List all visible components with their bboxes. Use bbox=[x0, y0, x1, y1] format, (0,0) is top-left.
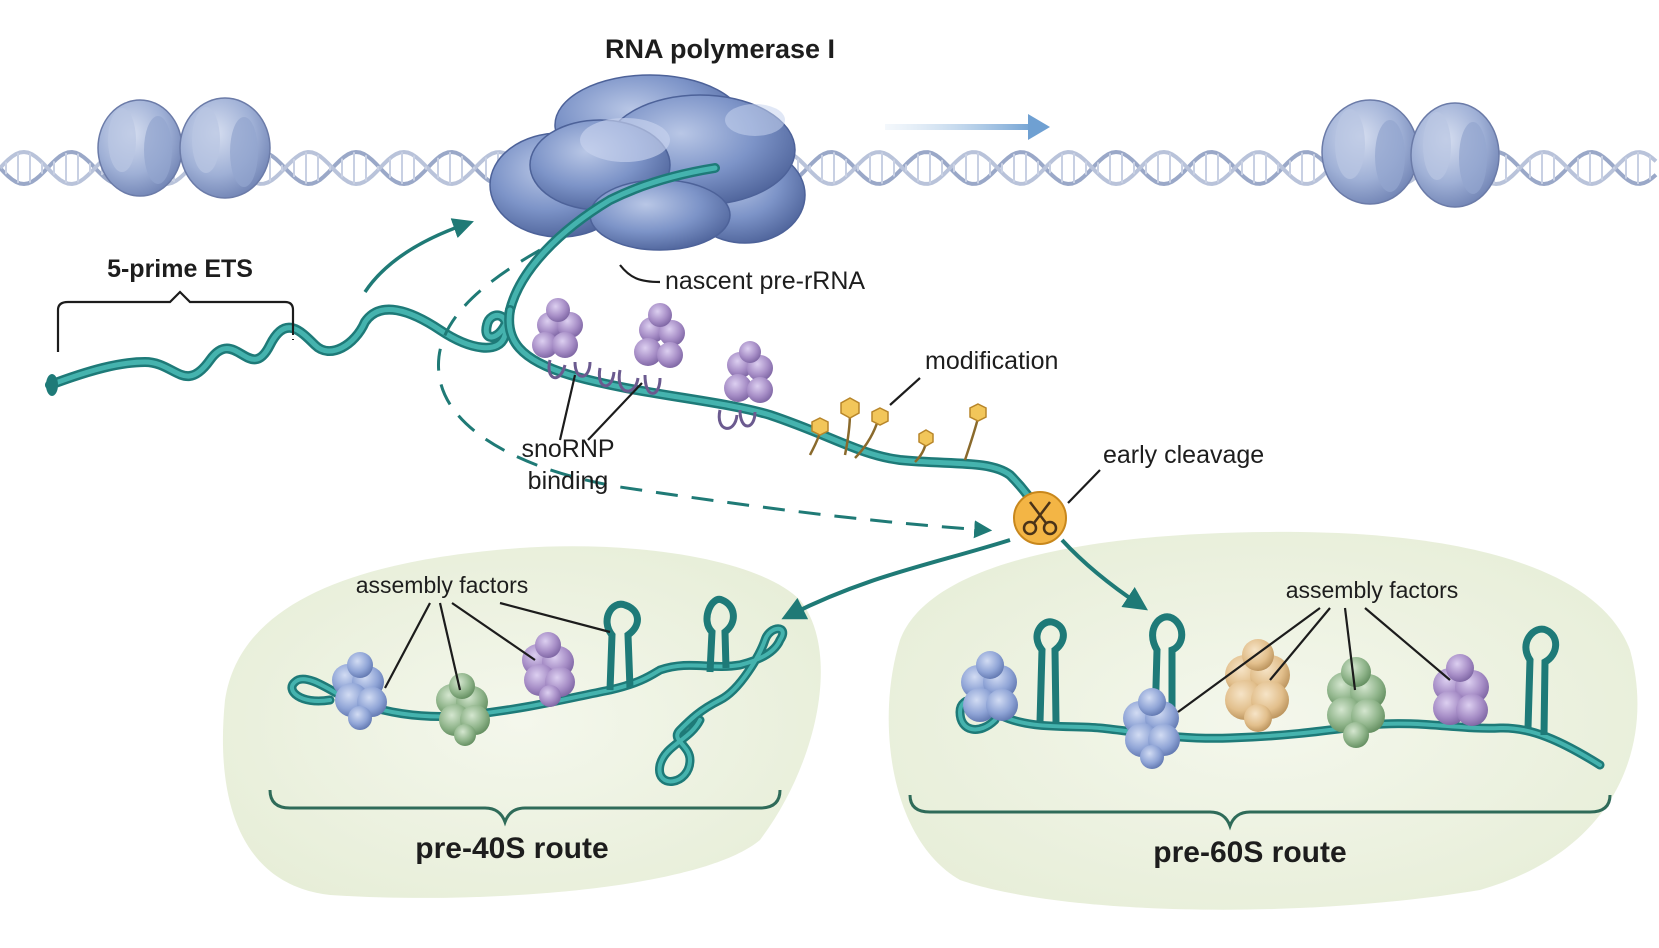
nascent-pre-rrna-strand bbox=[45, 163, 1045, 520]
rna-polymerase-i bbox=[489, 74, 806, 251]
modification-hexagons bbox=[811, 397, 987, 447]
modification-leader bbox=[889, 377, 921, 406]
snornp-cluster-3 bbox=[717, 341, 773, 430]
nucleosome-right-2 bbox=[1410, 102, 1500, 208]
factors-40s-label: assembly factors bbox=[356, 572, 529, 598]
arrow-to-pre-40s bbox=[781, 538, 1011, 620]
pre-40s-brace bbox=[268, 789, 782, 827]
pre-40s-route-label: pre-40S route bbox=[415, 832, 608, 865]
cleavage-label: early cleavage bbox=[1103, 441, 1264, 469]
snornp-label-line2: binding bbox=[528, 467, 609, 495]
snornp-leader bbox=[558, 374, 643, 441]
ets-bracket bbox=[56, 290, 295, 352]
factors-60s-label: assembly factors bbox=[1286, 577, 1459, 603]
factors-40s-leaders bbox=[384, 601, 611, 691]
scissors-icon bbox=[1013, 491, 1067, 545]
arrow-right-icon bbox=[885, 114, 1050, 140]
pre-40s-route-panel bbox=[222, 546, 821, 898]
pre-60s-brace bbox=[908, 794, 1612, 831]
snornp-cluster-1 bbox=[532, 298, 592, 379]
arrow-to-pre-60s bbox=[1060, 538, 1148, 611]
assembly-factor-purple-40s bbox=[522, 632, 575, 707]
pre-60s-route-label: pre-60S route bbox=[1153, 836, 1346, 869]
cleavage-leader bbox=[1067, 469, 1101, 504]
ets-to-polymerase-arrow bbox=[363, 218, 474, 293]
ets-label: 5-prime ETS bbox=[107, 255, 253, 283]
snornp-label-line1: snoRNP bbox=[521, 435, 614, 463]
nucleosome-left-1 bbox=[97, 99, 183, 197]
assembly-factor-green-60s bbox=[1327, 657, 1386, 748]
assembly-factor-orange-60s bbox=[1225, 639, 1290, 732]
nucleosome-right-1 bbox=[1321, 99, 1419, 205]
nucleosome-left-2 bbox=[179, 97, 271, 199]
dashed-flow-arrow bbox=[437, 248, 993, 539]
nascent-label: nascent pre-rRNA bbox=[665, 267, 865, 295]
assembly-factor-blue-40s bbox=[332, 652, 387, 730]
polymerase-label: RNA polymerase I bbox=[605, 34, 835, 64]
modification-label: modification bbox=[925, 347, 1058, 375]
snornp-cluster-2 bbox=[597, 303, 685, 395]
assembly-factor-green-40s bbox=[436, 673, 490, 746]
nascent-leader bbox=[619, 264, 661, 284]
factors-60s-leaders bbox=[1177, 607, 1451, 713]
assembly-factor-blue-60s-1 bbox=[961, 651, 1018, 722]
assembly-factor-purple-60s bbox=[1433, 654, 1489, 726]
assembly-factor-blue-60s-2 bbox=[1123, 688, 1180, 769]
